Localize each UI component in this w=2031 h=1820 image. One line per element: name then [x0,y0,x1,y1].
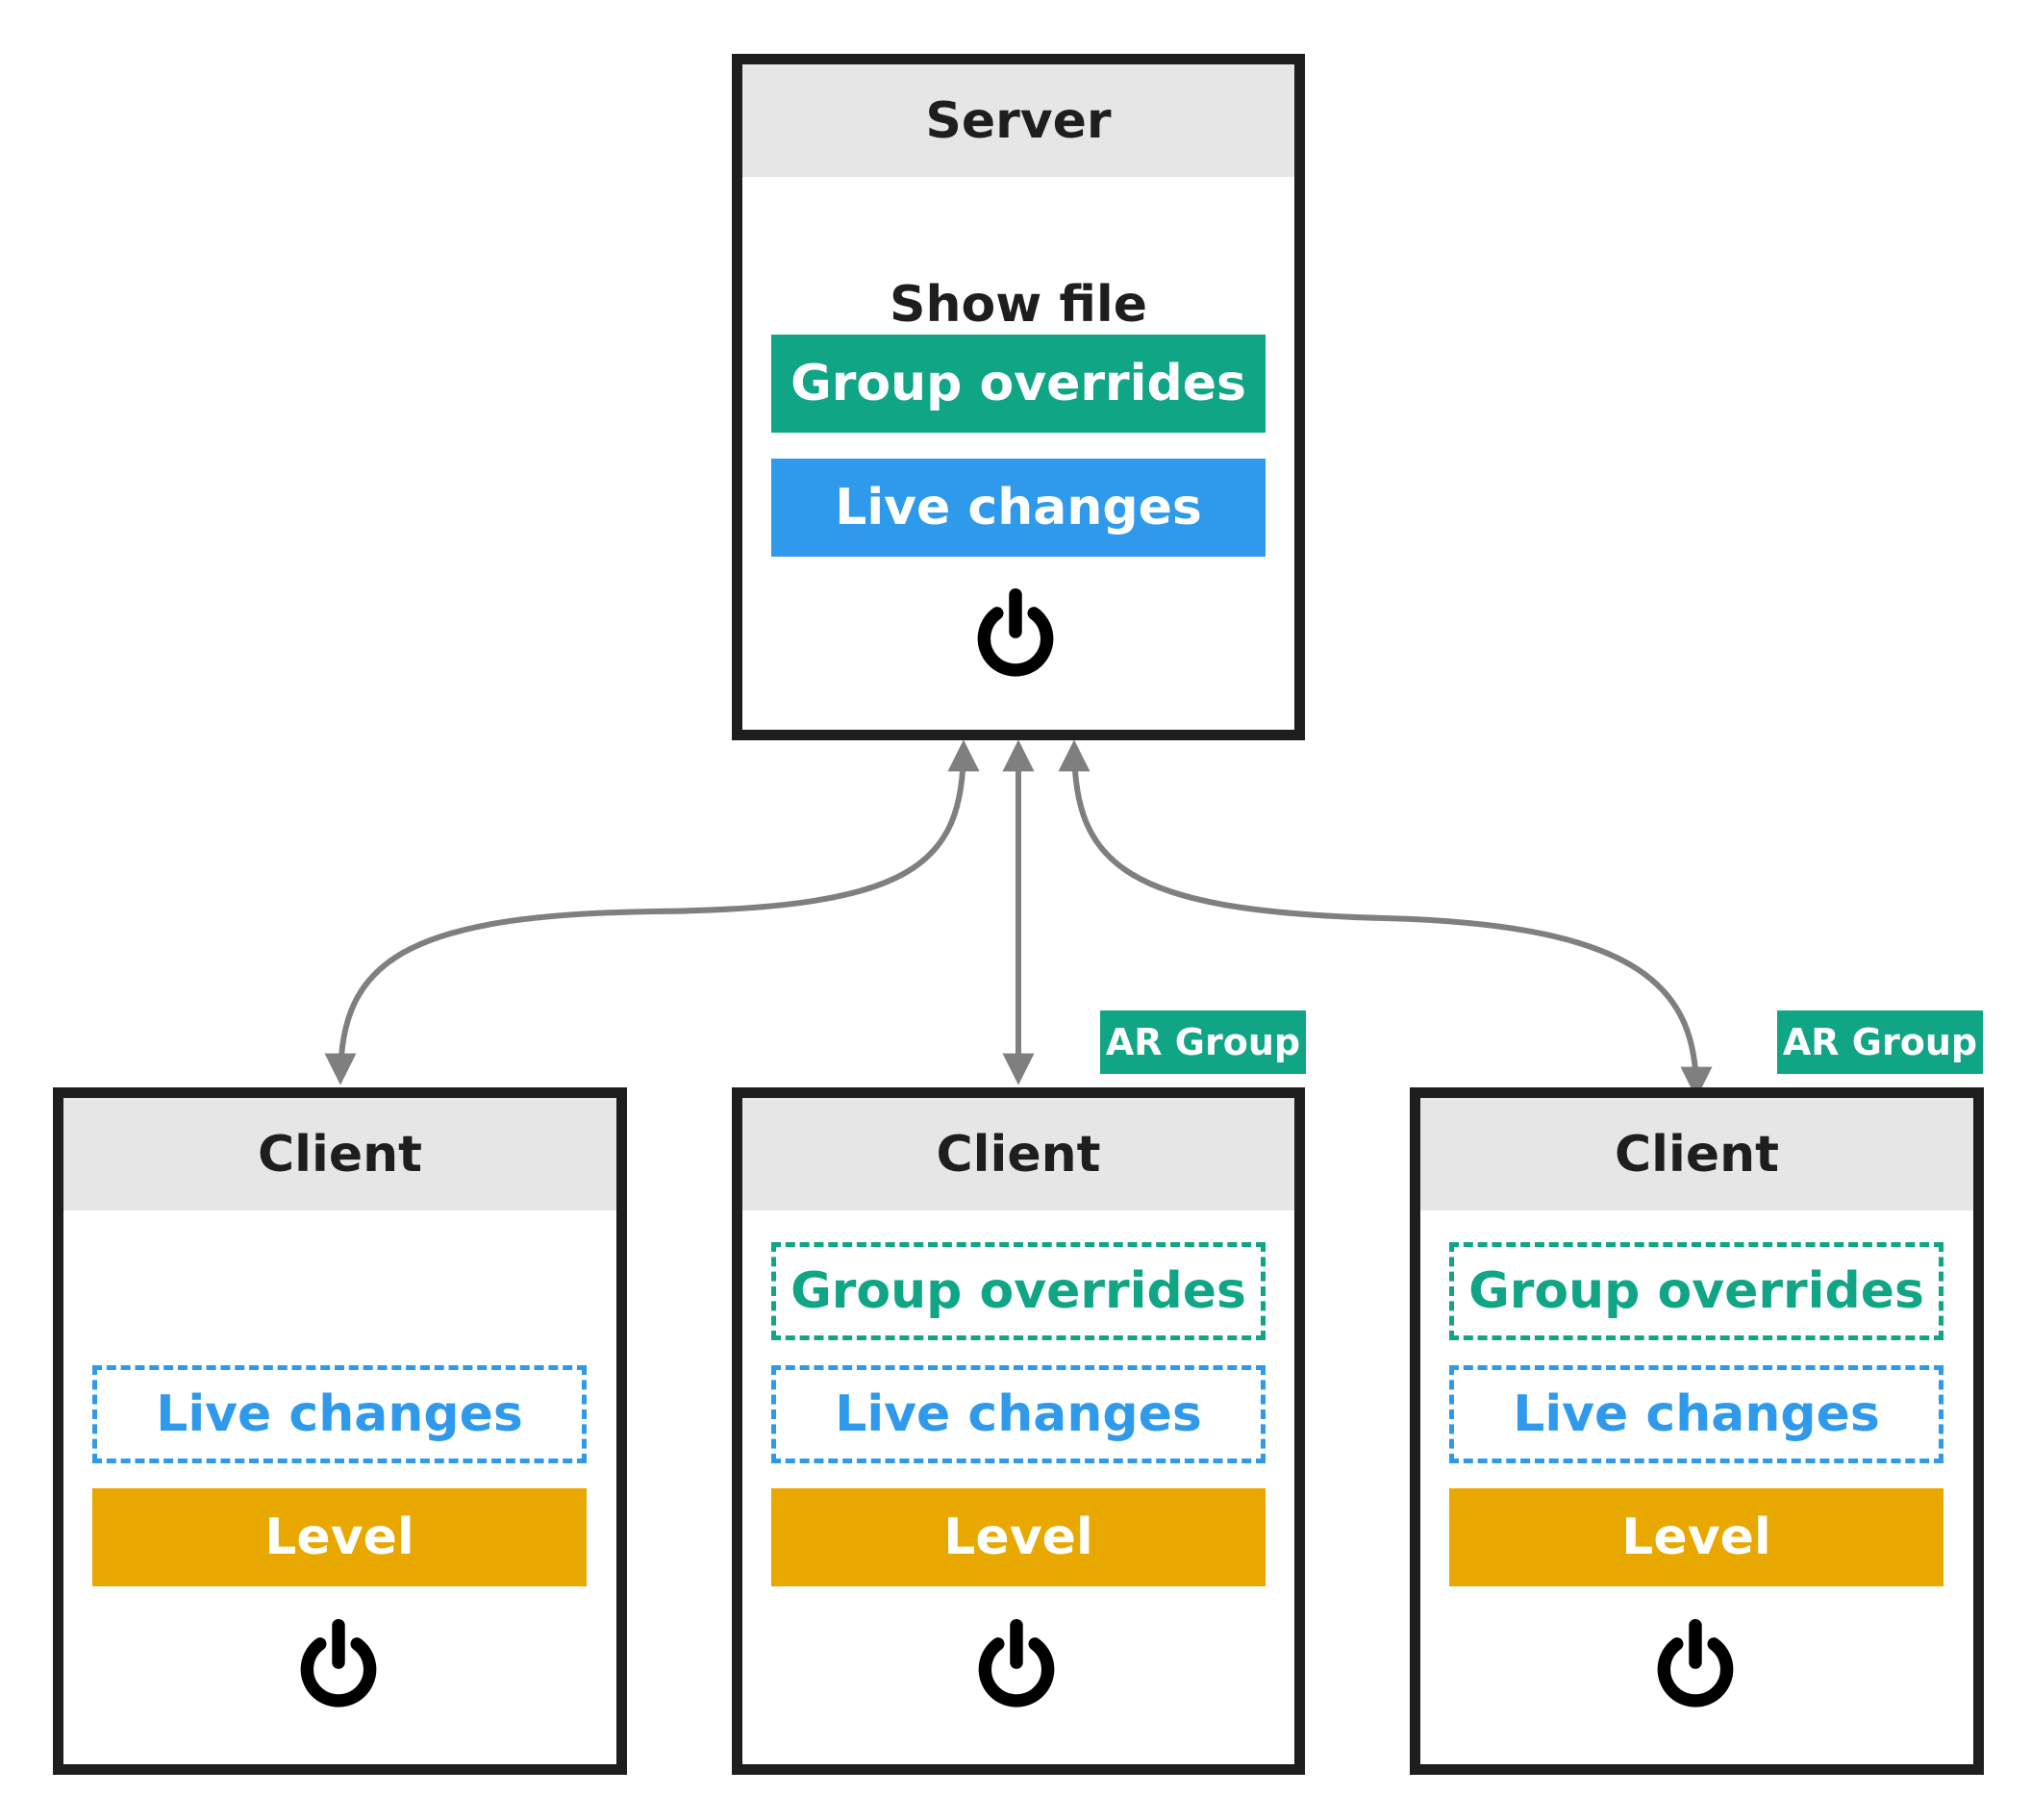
connector-server-client-3 [1058,739,1713,1099]
group-overrides-block: Group overrides [1449,1242,1943,1340]
client-title: Client [1420,1098,1973,1210]
client-title: Client [742,1098,1294,1210]
ar-group-tag: AR Group [1777,1010,1983,1074]
client-node-2: Client Group overrides Live changes Leve… [732,1087,1305,1775]
group-overrides-block: Group overrides [771,1242,1266,1340]
live-changes-block: Live changes [92,1365,587,1463]
level-block: Level [1449,1488,1943,1586]
connector-server-client-1 [324,739,980,1085]
power-icon [300,1618,377,1708]
live-changes-block: Live changes [771,459,1266,557]
show-file-label: Show file [890,276,1147,334]
group-overrides-block: Group overrides [771,335,1266,433]
power-icon [977,587,1054,677]
server-node: Server Show file Group overrides Live ch… [732,54,1305,740]
server-title: Server [742,64,1294,177]
client-title: Client [63,1098,616,1210]
ar-group-tag: AR Group [1100,1010,1306,1074]
level-block: Level [92,1488,587,1586]
power-icon [978,1618,1055,1708]
client-node-3: Client Group overrides Live changes Leve… [1410,1087,1984,1775]
live-changes-block: Live changes [1449,1365,1943,1463]
power-icon [1657,1618,1734,1708]
client-node-1: Client Live changes Level [53,1087,627,1775]
level-block: Level [771,1488,1266,1586]
live-changes-block: Live changes [771,1365,1266,1463]
